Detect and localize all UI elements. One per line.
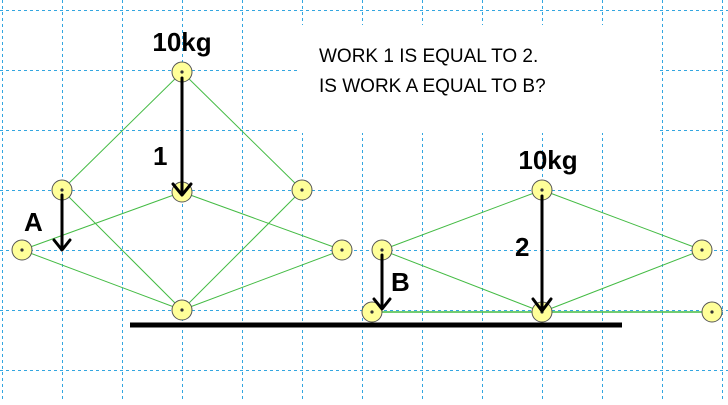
arrow-2-label: 2 [515,232,529,262]
left-link [181,191,343,251]
force-arrows [52,76,553,313]
right-link [541,249,703,313]
right-link [541,189,703,251]
joint [171,299,193,321]
left-link [181,249,343,311]
left-link [181,189,303,311]
question-line-1: WORK 1 IS EQUAL TO 2. [319,46,538,67]
arrow-b [372,253,392,311]
joint [531,179,553,201]
arrow-b-label: B [391,267,410,297]
joint [291,179,313,201]
question-background [300,25,660,133]
arrow-1-label: 1 [153,141,167,171]
arrow-a [52,193,72,252]
right-link [381,249,543,313]
left-link [21,191,183,251]
left-link [61,71,183,191]
right-link [381,189,543,251]
joint [361,301,383,323]
arrow-1 [171,76,193,197]
left-mechanism-links [21,71,343,311]
arrow-a-label: A [24,207,43,237]
joint [701,301,723,323]
arrow-2 [531,194,553,313]
left-link [21,249,183,311]
joints [11,61,723,323]
joint [691,239,713,261]
left-link [61,189,183,311]
question-line-2: IS WORK A EQUAL TO B? [319,76,546,97]
left-mass-label: 10kg [152,27,211,57]
joint [331,239,353,261]
joint [11,239,33,261]
joint [371,239,393,261]
right-mass-label: 10kg [518,145,577,175]
left-link [181,71,303,191]
